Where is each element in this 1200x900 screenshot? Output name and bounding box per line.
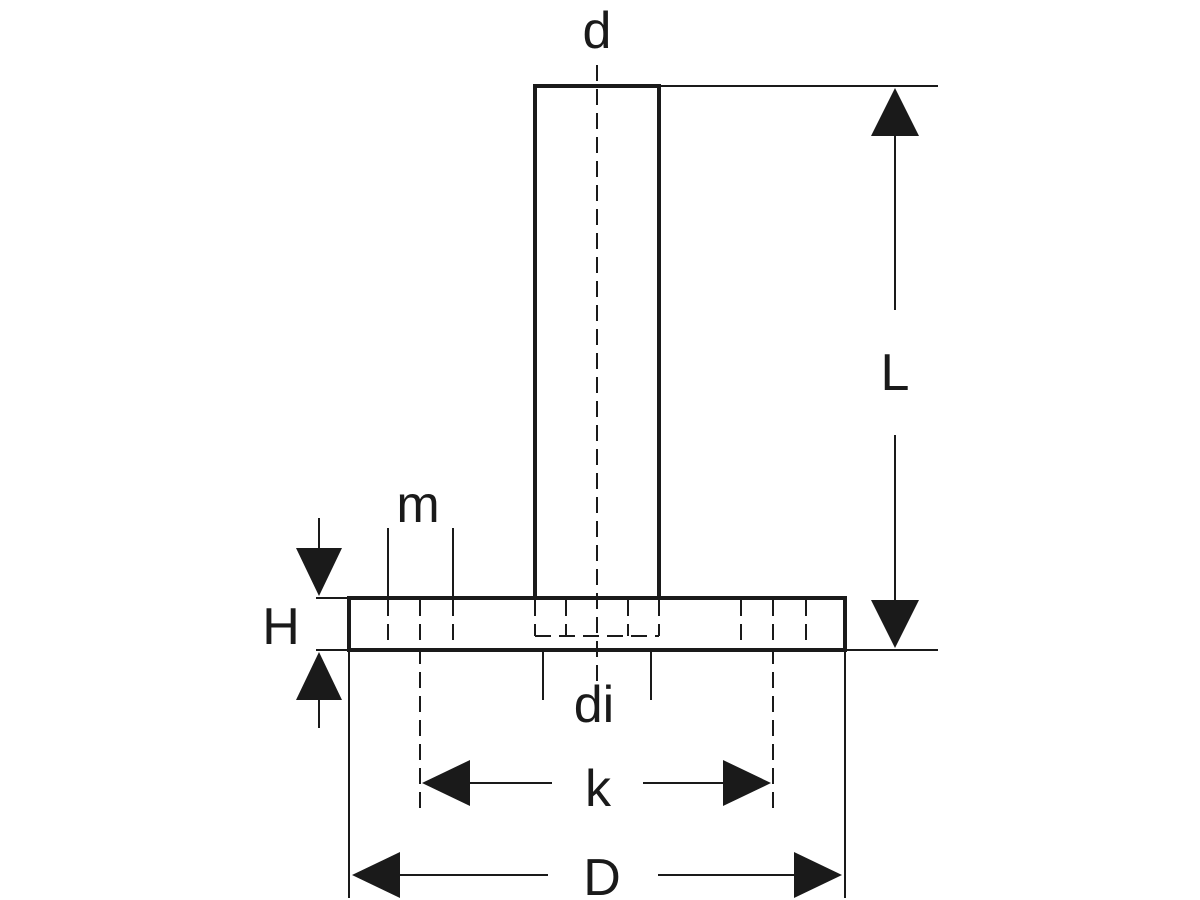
- label-H: H: [262, 598, 300, 656]
- arrow-D-right: [794, 852, 842, 898]
- arrow-L-top: [871, 88, 919, 136]
- arrow-k-left: [422, 760, 470, 806]
- left-bolt-hole-hidden-lines: [387, 600, 454, 810]
- label-d: d: [583, 2, 612, 60]
- right-bolt-hole-hidden-lines: [740, 600, 807, 810]
- dimension-H: H: [262, 518, 349, 728]
- arrow-k-right: [723, 760, 771, 806]
- label-D: D: [583, 849, 621, 900]
- dimension-D: D: [348, 650, 846, 900]
- label-di: di: [574, 676, 614, 734]
- arrow-H-top: [296, 548, 342, 596]
- dimension-di: di: [542, 650, 652, 734]
- bore-hidden-lines: [534, 600, 660, 637]
- dimension-m: m: [387, 476, 454, 598]
- arrow-H-bottom: [296, 652, 342, 700]
- label-L: L: [881, 344, 910, 402]
- dimension-L: L: [659, 85, 938, 651]
- arrow-D-left: [352, 852, 400, 898]
- label-m: m: [396, 476, 439, 534]
- arrow-L-bottom: [871, 600, 919, 648]
- label-k: k: [585, 760, 612, 818]
- dimension-k: k: [422, 760, 771, 818]
- flange-plate-outline: [347, 596, 847, 652]
